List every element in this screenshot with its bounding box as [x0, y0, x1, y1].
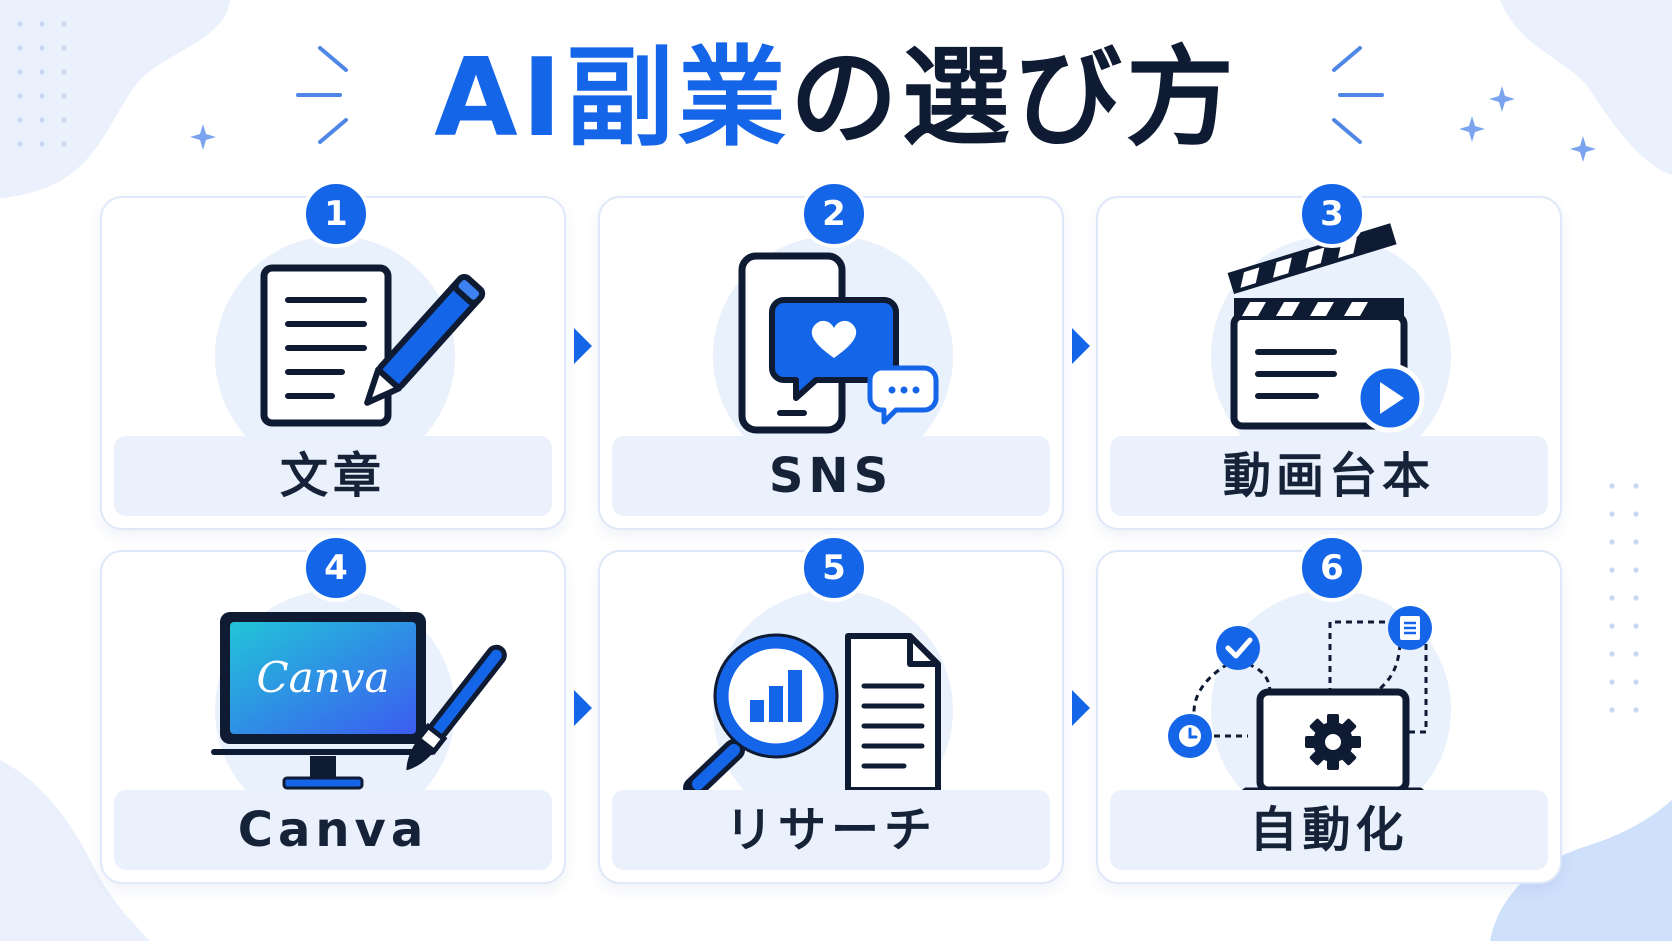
title-rest: の選び方 — [789, 36, 1238, 161]
card-label: 文章 — [279, 448, 386, 504]
arrow-right-icon — [574, 690, 592, 726]
smartphone-heart-chat-icon — [738, 252, 939, 434]
card-automation[interactable]: 自動化 — [1096, 550, 1562, 884]
burst-lines-left — [296, 46, 348, 144]
step-number-badge: 2 — [800, 180, 868, 248]
background-blob-bottom-right — [1490, 800, 1672, 941]
step-number-badge: 5 — [800, 534, 868, 602]
magnifier-chart-document-icon — [683, 633, 941, 799]
title-highlight: AI副業 — [434, 36, 790, 161]
background-blob-bottom-left — [0, 760, 150, 941]
page-title: AI副業の選び方 — [0, 34, 1672, 164]
monitor-brush-icon — [211, 612, 507, 790]
card-research[interactable]: リサーチ — [598, 550, 1064, 884]
card-label: SNS — [768, 448, 894, 504]
card-video-script[interactable]: 動画台本 — [1096, 196, 1562, 530]
arrow-right-icon — [1072, 328, 1090, 364]
step-number-badge: 3 — [1298, 180, 1366, 248]
background-blob-top-right — [1500, 0, 1672, 175]
card-label: 自動化 — [1249, 802, 1409, 858]
document-pen-icon — [260, 264, 486, 427]
dot-grid-right — [1609, 483, 1639, 713]
card-label: 動画台本 — [1222, 448, 1435, 504]
card-sns[interactable]: SNS — [598, 196, 1064, 530]
arrow-right-icon — [574, 328, 592, 364]
card-label: Canva — [237, 802, 429, 858]
card-writing[interactable]: 文章 — [100, 196, 566, 530]
card-canva[interactable]: Canva Canva — [100, 550, 566, 884]
step-number-badge: 1 — [302, 180, 370, 248]
sparkle-icon — [1460, 86, 1515, 142]
arrow-right-icon — [1072, 690, 1090, 726]
card-label: リサーチ — [724, 802, 937, 858]
sparkle-icon — [1570, 136, 1596, 162]
sparkle-icon — [190, 124, 216, 150]
clapperboard-play-icon — [1227, 223, 1425, 433]
burst-lines-right — [1332, 46, 1384, 144]
background-blob-top-left — [0, 0, 230, 198]
dot-grid-top-left — [17, 21, 67, 147]
step-number-badge: 4 — [302, 534, 370, 602]
step-number-badge: 6 — [1298, 534, 1366, 602]
canva-screen-text: Canva — [256, 653, 390, 702]
